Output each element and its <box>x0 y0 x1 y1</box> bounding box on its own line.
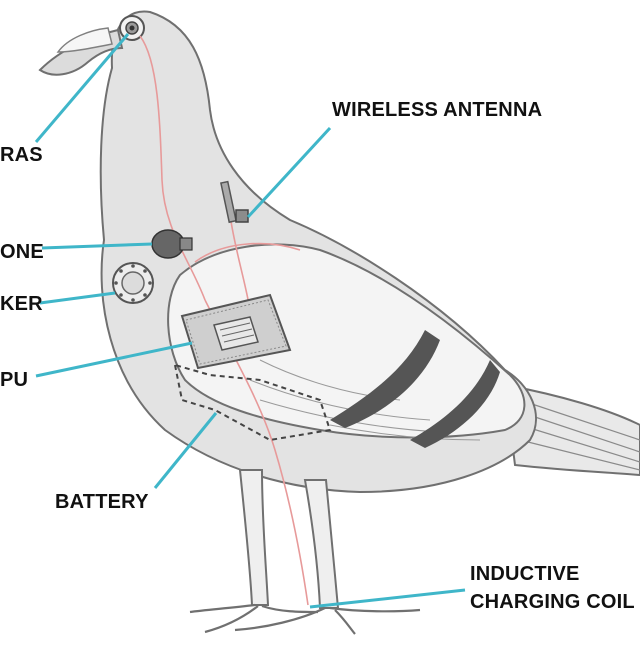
leader-line-microphone <box>41 242 153 250</box>
leader-line-speaker <box>39 291 116 305</box>
label-coil-line2: CHARGING COIL <box>470 591 635 613</box>
antenna-icon <box>220 180 249 224</box>
cpu-chip-icon <box>180 293 292 370</box>
wing-bars <box>330 330 500 448</box>
pigeon-legs <box>238 469 340 609</box>
tail-feather-lines <box>519 399 640 471</box>
label-microphone: ONE <box>0 241 44 263</box>
label-coil-line1: INDUCTIVE <box>470 563 580 585</box>
pigeon-cere <box>56 27 113 53</box>
leader-line-cameras <box>34 33 130 143</box>
pigeon-feet <box>189 603 421 635</box>
camera-eye-icon <box>119 15 145 41</box>
leader-line-battery <box>153 412 218 489</box>
leader-lines <box>34 33 466 609</box>
leader-line-cpu <box>35 341 193 378</box>
label-cpu: PU <box>0 369 29 391</box>
speaker-icon <box>112 262 154 304</box>
label-battery: BATTERY <box>55 491 149 513</box>
battery-outline <box>173 363 332 442</box>
pigeon-wing <box>167 243 526 439</box>
label-antenna: WIRELESS ANTENNA <box>332 99 543 121</box>
leader-line-antenna <box>246 126 332 219</box>
label-speaker: KER <box>0 293 43 315</box>
label-cameras: RAS <box>0 144 43 166</box>
leader-line-coil <box>309 588 466 609</box>
